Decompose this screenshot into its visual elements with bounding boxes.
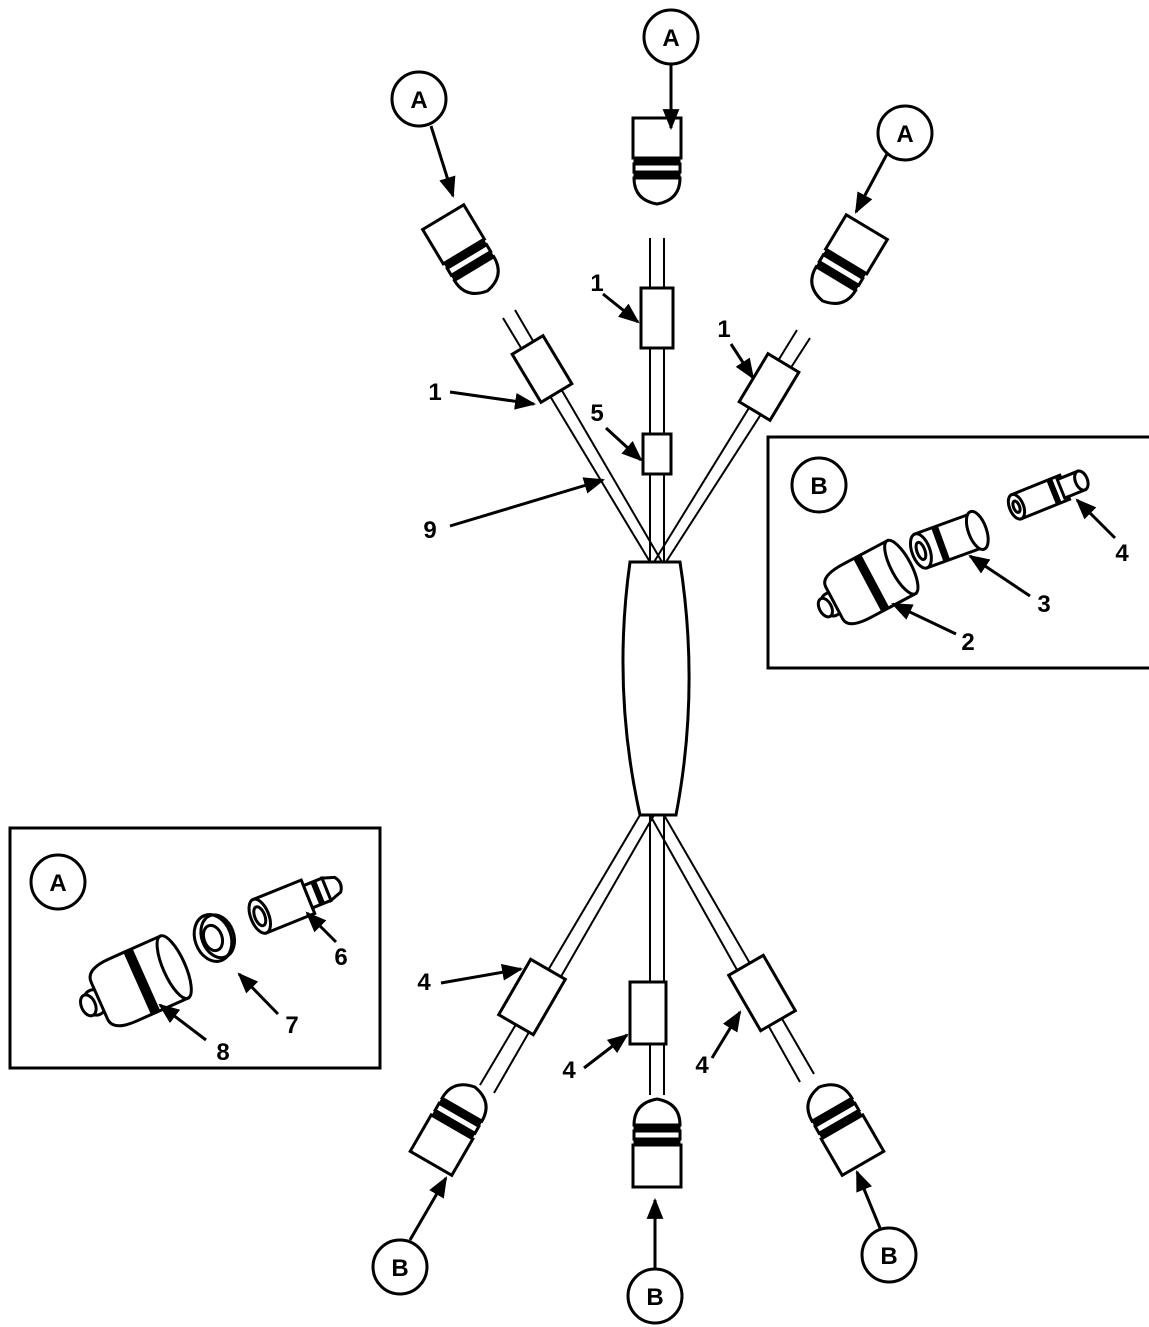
item-4-callout-lower-right: 4: [695, 1010, 742, 1079]
item-8-callout: 8: [158, 1003, 230, 1066]
detail-b-inset: B 2 3: [766, 435, 1149, 670]
view-a-label: A: [410, 87, 427, 114]
view-b-callout-lower-right: B: [855, 1170, 918, 1284]
part-3-ferrule: [908, 509, 990, 570]
item-4-callout-lower-center: 4: [562, 1033, 629, 1084]
item-1-callout-center: 1: [590, 270, 640, 324]
svg-text:6: 6: [334, 944, 347, 971]
svg-text:5: 5: [590, 400, 603, 427]
main-cable-bundle: [408, 116, 889, 1189]
item-6-callout: 6: [305, 911, 348, 971]
connector-lower-left: [408, 1073, 498, 1177]
view-a-callout-upper-right: A: [854, 104, 934, 214]
svg-text:4: 4: [562, 1057, 576, 1084]
item-2-callout: 2: [891, 602, 975, 656]
item-1-callout-right: 1: [717, 316, 755, 380]
part-8-boot: [79, 934, 193, 1028]
junction-sleeve: [621, 560, 691, 817]
view-b-callout-lower-center: B: [626, 1197, 684, 1325]
connector-upper-center: [631, 116, 683, 206]
svg-text:4: 4: [1115, 540, 1129, 567]
view-a-label: A: [896, 121, 913, 148]
item-3-callout: 3: [968, 554, 1051, 618]
part-7-washer: [192, 913, 237, 963]
svg-text:8: 8: [216, 1039, 229, 1066]
svg-text:7: 7: [285, 1012, 298, 1039]
view-a-callout-upper-center: A: [642, 8, 700, 131]
view-a-callout-upper-left: A: [390, 70, 456, 199]
view-b-callout-lower-left: B: [371, 1176, 448, 1296]
svg-text:1: 1: [590, 270, 603, 297]
view-a-label: A: [662, 25, 679, 52]
part-2-boot: [816, 538, 920, 626]
item-4-callout-detail: 4: [1075, 498, 1129, 567]
svg-text:3: 3: [1037, 591, 1050, 618]
connector-lower-right: [796, 1073, 886, 1177]
item-9-callout: 9: [423, 477, 606, 544]
connector-lower-center: [631, 1097, 683, 1189]
svg-text:4: 4: [417, 969, 431, 996]
svg-text:9: 9: [423, 517, 436, 544]
marker-sleeve-item-5: [641, 432, 673, 476]
view-b-label: B: [880, 1243, 897, 1270]
item-7-callout: 7: [237, 972, 299, 1039]
marker-sleeve-upper-left: [510, 333, 574, 405]
svg-text:4: 4: [695, 1052, 709, 1079]
connector-upper-left: [421, 203, 510, 305]
lower-branches: [479, 814, 815, 1095]
item-1-callout-left: 1: [428, 379, 537, 410]
view-b-label: B: [646, 1284, 663, 1311]
marker-sleeve-lower-left: [496, 957, 568, 1037]
detail-a-title: A: [49, 870, 66, 897]
detail-b-title: B: [810, 473, 827, 500]
connector-upper-right: [800, 213, 889, 315]
marker-sleeve-lower-center: [628, 980, 668, 1046]
item-4-callout-lower-left: 4: [417, 963, 524, 996]
svg-text:1: 1: [717, 316, 730, 343]
svg-text:1: 1: [428, 379, 441, 406]
part-6-pin: [247, 875, 343, 935]
view-b-label: B: [391, 1255, 408, 1282]
item-5-callout: 5: [590, 400, 643, 462]
marker-sleeve-lower-right: [726, 953, 798, 1033]
svg-text:2: 2: [961, 629, 974, 656]
marker-sleeve-upper-center: [639, 286, 675, 350]
detail-a-inset: A 8 7: [8, 826, 382, 1070]
part-4-contact: [1006, 469, 1090, 521]
